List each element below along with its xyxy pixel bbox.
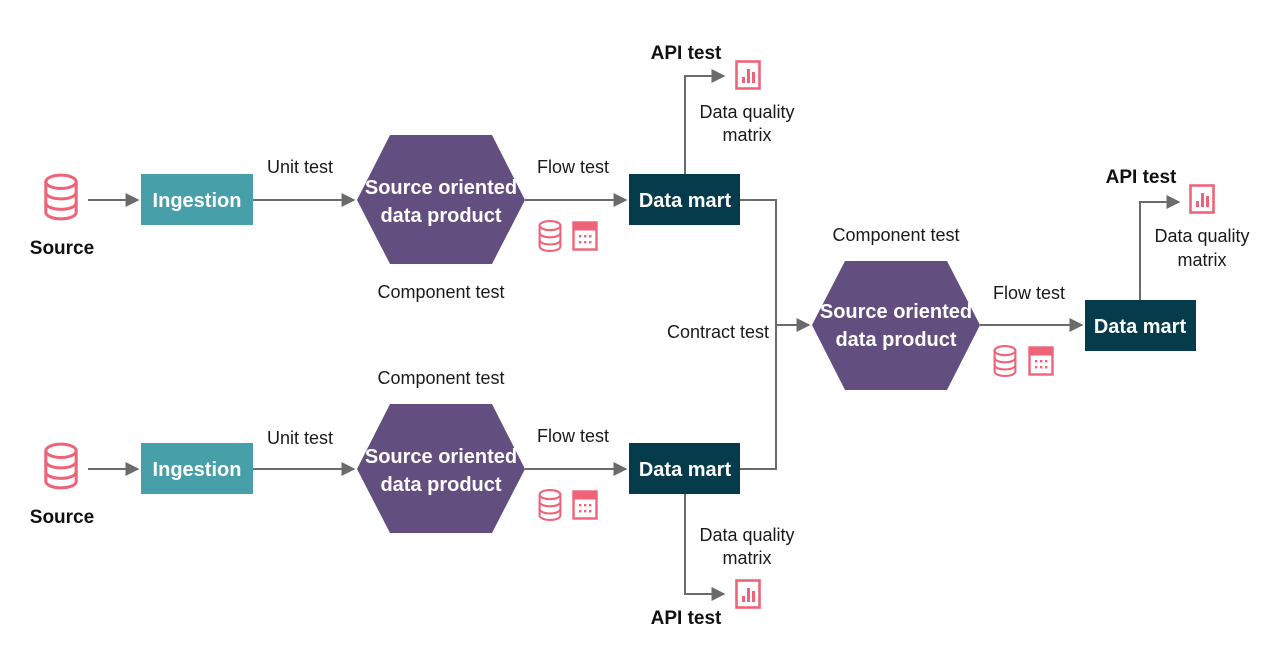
data-product-label-line2: data product	[380, 205, 501, 227]
api-test-label: API test	[1106, 167, 1177, 188]
flow-test-label: Flow test	[537, 426, 609, 446]
table-icon	[1028, 346, 1054, 376]
edge-datamart-to-dq	[684, 69, 726, 174]
storage-database-icon	[538, 219, 562, 253]
component-test-label: Component test	[377, 282, 504, 302]
ingestion-node[interactable]	[141, 443, 253, 494]
data-mart-label: Data mart	[639, 459, 732, 481]
dq-label-line1: Data quality	[699, 102, 794, 122]
table-icon	[572, 490, 598, 520]
source-database-icon	[44, 442, 78, 490]
storage-database-icon	[993, 344, 1017, 378]
ingestion-node[interactable]	[141, 174, 253, 225]
api-test-label: API test	[651, 43, 722, 64]
data-mart-label: Data mart	[1094, 316, 1187, 338]
data-mart-label: Data mart	[639, 190, 732, 212]
flow-test-label: Flow test	[537, 157, 609, 177]
data-product-label-line1: Source oriented	[365, 446, 517, 468]
dq-label-line2: matrix	[723, 125, 772, 145]
flow-test-label: Flow test	[993, 283, 1065, 303]
edge-contract-junction	[740, 199, 777, 470]
contract-test-label: Contract test	[667, 322, 769, 342]
merged-data-product-node[interactable]	[812, 261, 980, 390]
data-product-label-line2: data product	[835, 329, 956, 351]
source-label: Source	[30, 507, 94, 528]
data-product-label-line1: Source oriented	[365, 177, 517, 199]
bar-chart-icon	[735, 60, 761, 90]
dq-label-line2: matrix	[723, 548, 772, 568]
table-icon	[572, 221, 598, 251]
dq-label-line1: Data quality	[699, 525, 794, 545]
dq-label-line2: matrix	[1178, 250, 1227, 270]
component-test-label: Component test	[832, 225, 959, 245]
merged-pipeline: Contract test Component test Source orie…	[667, 167, 1250, 470]
pipeline-bottom: Source Ingestion Unit test Source orient…	[30, 368, 795, 629]
storage-database-icon	[538, 488, 562, 522]
source-label: Source	[30, 238, 94, 259]
api-test-label: API test	[651, 608, 722, 629]
bar-chart-icon	[735, 579, 761, 609]
source-database-icon	[44, 173, 78, 221]
bar-chart-icon	[1189, 184, 1215, 214]
dq-label-line1: Data quality	[1154, 226, 1249, 246]
edge-datamart-to-dq	[1139, 195, 1181, 300]
pipeline-top: Source Ingestion Unit test Source orient…	[30, 43, 795, 302]
edge-datamart-to-dq	[684, 494, 726, 601]
data-product-node[interactable]	[357, 135, 525, 264]
merged-data-mart-node[interactable]	[1085, 300, 1196, 351]
unit-test-label: Unit test	[267, 428, 333, 448]
data-product-node[interactable]	[357, 404, 525, 533]
ingestion-label: Ingestion	[153, 190, 242, 212]
ingestion-label: Ingestion	[153, 459, 242, 481]
data-product-label-line2: data product	[380, 474, 501, 496]
data-product-label-line1: Source oriented	[820, 301, 972, 323]
unit-test-label: Unit test	[267, 157, 333, 177]
data-mart-node[interactable]	[629, 174, 740, 225]
data-mart-node[interactable]	[629, 443, 740, 494]
component-test-label: Component test	[377, 368, 504, 388]
